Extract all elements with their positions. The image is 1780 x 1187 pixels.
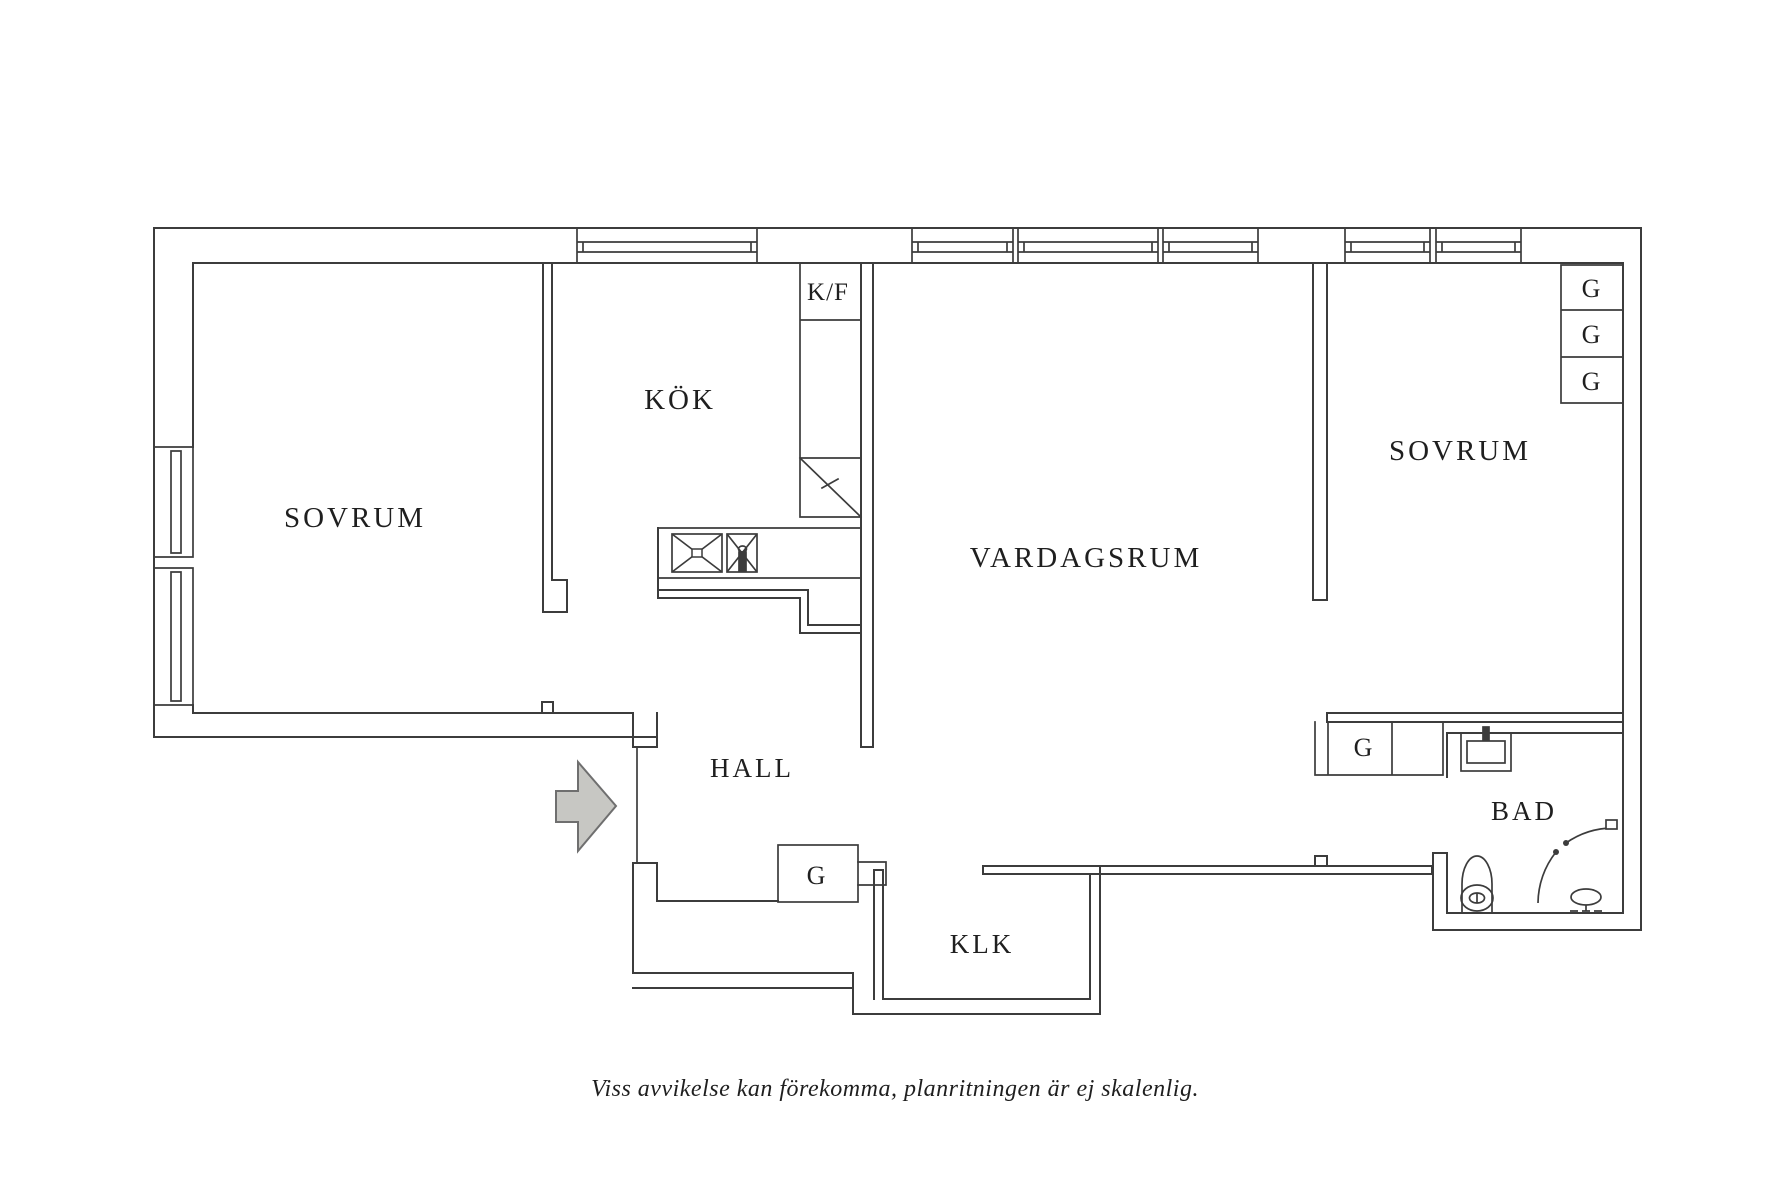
toilet-icon <box>1460 855 1494 912</box>
entrance-arrow-icon <box>555 759 618 854</box>
shower-door-arc <box>1537 819 1618 904</box>
wardrobe-label: G <box>1582 367 1601 396</box>
room-label-bathroom: BAD <box>1491 796 1557 826</box>
room-label-bedroom-left: SOVRUM <box>284 502 426 534</box>
kitchen-counter <box>657 527 862 579</box>
room-label-living-room: VARDAGSRUM <box>970 542 1203 574</box>
bedroom-wardrobes <box>1560 264 1624 404</box>
cabinet-door-tick <box>820 477 840 490</box>
kitchen-sink-icon <box>726 533 758 573</box>
window-icon <box>1344 227 1431 264</box>
window-icon <box>1435 227 1522 264</box>
bathroom-sink-icon <box>1460 726 1512 772</box>
disclaimer-caption: Viss avvikelse kan förekomma, planritnin… <box>591 1076 1199 1102</box>
label-fridge-freezer: K/F <box>807 279 849 306</box>
cabinet-door-diagonal <box>798 456 863 519</box>
room-label-bedroom-right: SOVRUM <box>1389 435 1531 467</box>
window-icon <box>576 227 758 264</box>
wardrobe-label: G <box>1582 274 1601 303</box>
window-icon <box>154 567 194 706</box>
room-label-kitchen: KÖK <box>644 384 716 416</box>
klk-walls <box>873 855 1433 1015</box>
wardrobe-label: G <box>1582 320 1601 349</box>
wardrobe-label: G <box>1354 733 1373 762</box>
window-row-top <box>576 227 1522 264</box>
room-label-klk: KLK <box>950 929 1015 959</box>
window-icon <box>1162 227 1259 264</box>
hall-wardrobe <box>777 844 887 903</box>
stove-icon <box>671 533 723 573</box>
kf-cabinet <box>798 262 863 519</box>
exterior-walls <box>153 227 1642 931</box>
entrance-walls <box>632 712 1101 1015</box>
window-icon <box>1017 227 1159 264</box>
window-icon <box>911 227 1014 264</box>
corridor-wardrobes <box>1314 721 1444 776</box>
floor-drain-icon <box>1570 888 1602 912</box>
wardrobe-label: G <box>807 861 826 890</box>
window-icon <box>154 446 194 558</box>
window-column-left <box>154 446 194 706</box>
interior-walls <box>541 262 1624 748</box>
room-label-hall: HALL <box>710 753 794 783</box>
